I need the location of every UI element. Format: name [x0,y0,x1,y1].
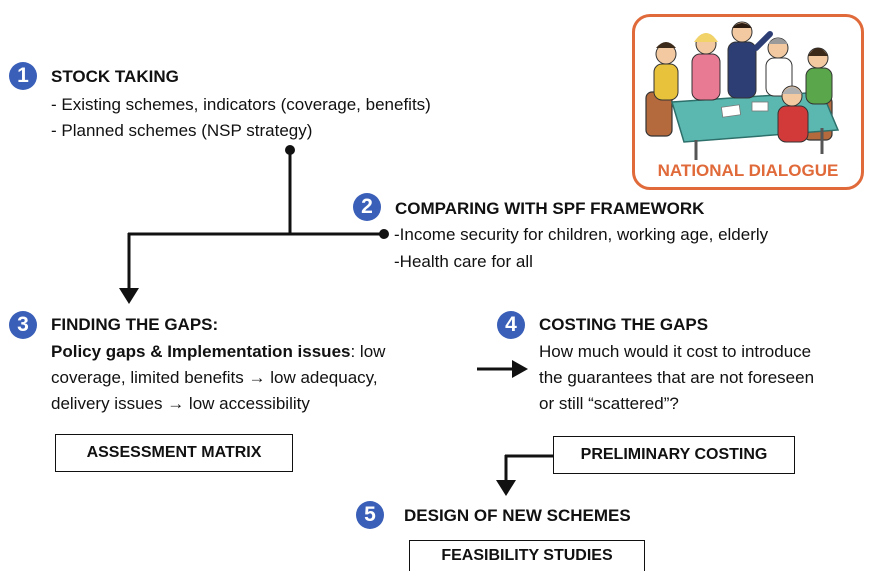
step3-badge: 3 [9,311,37,339]
step3-line-2: coverage, limited benefits → low adequac… [51,368,378,387]
step5-title: DESIGN OF NEW SCHEMES [404,506,631,525]
step2-line-1: -Income security for children, working a… [394,225,769,244]
step3-line1-rest: : low [350,342,386,361]
national-dialogue-label: NATIONAL DIALOGUE [657,161,839,180]
step4-title: COSTING THE GAPS [539,315,709,334]
step4-line-3: or still “scattered”? [539,394,679,413]
preliminary-costing-box: PRELIMINARY COSTING [553,436,795,474]
arrowhead-to-step5 [496,480,516,496]
step1-title: STOCK TAKING [51,67,179,86]
meeting-illustration-icon [645,21,840,160]
feasibility-studies-box: FEASIBILITY STUDIES [409,540,645,571]
step3-line-3: delivery issues → low accessibility [51,394,310,413]
step4-line-2: the guarantees that are not foreseen [539,368,815,387]
step2-line-2: -Health care for all [394,252,533,271]
national-dialogue-panel: NATIONAL DIALOGUE [632,14,864,190]
step3-title: FINDING THE GAPS: [51,315,219,334]
step4-badge: 4 [497,311,525,339]
step1-line-1: - Existing schemes, indicators (coverage… [51,95,431,114]
step4-line-1: How much would it cost to introduce [539,342,812,361]
arrowhead-step4 [512,360,528,378]
step1-badge: 1 [9,62,37,90]
assessment-matrix-box: ASSESSMENT MATRIX [55,434,293,472]
step2-badge: 2 [353,193,381,221]
step5-badge: 5 [356,501,384,529]
step2-title: COMPARING WITH SPF FRAMEWORK [395,199,705,218]
step1-line-2: - Planned schemes (NSP strategy) [51,121,313,140]
arrowhead-to-step3 [119,288,139,304]
step3-bold-lead: Policy gaps & Implementation issues [51,342,351,361]
step3-line-1: Policy gaps & Implementation issues: low [51,342,385,362]
